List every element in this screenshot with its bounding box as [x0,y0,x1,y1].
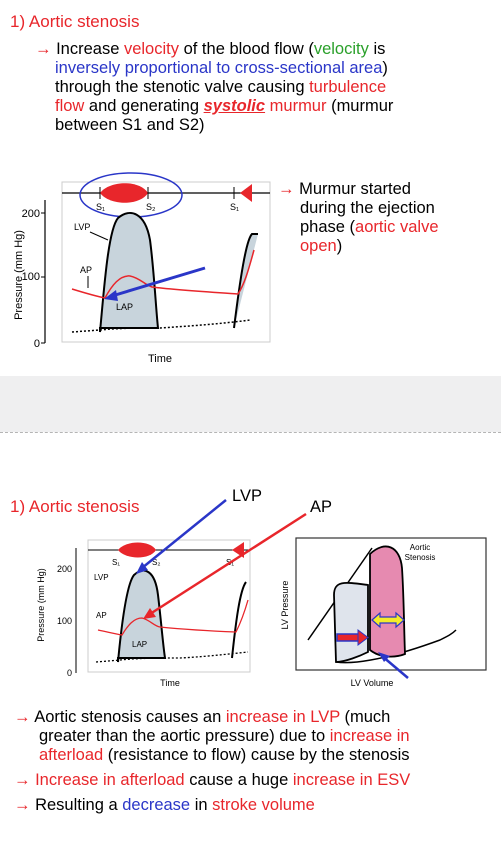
graph2-ap-curve [97,599,249,636]
graph2-ylabel: Pressure (mm Hg) [36,568,46,642]
slide2-bullets: → Aortic stenosis causes an increase in … [14,708,498,815]
pv-loop-edpvr [335,629,457,664]
graph2-s2-label: S₂ [152,558,160,567]
graph2-frame [87,539,251,673]
slide1-note: → Murmur started during the ejection pha… [278,180,439,255]
bullet-2: → Increase in afterload cause a huge inc… [14,771,411,789]
lvp-callout-arrow [141,499,227,569]
slide1-paragraph: → Increase velocity of the blood flow (v… [35,40,394,134]
graph1-blue-arrowhead [104,290,118,301]
arrow-icon: → [35,40,52,58]
graph2-ap-label: AP [96,611,107,620]
graph1-tick-100: 100 [22,271,40,283]
ap-callout-arrowhead [143,608,156,619]
bullet-1: → Aortic stenosis causes an increase in … [14,708,410,764]
arrow-icon: → [14,771,31,789]
slide-separator [0,376,501,432]
graph1-systolic-murmur [100,183,148,203]
graph2-murmur-2 [232,542,244,558]
pv-loop-label: Stenosis [405,553,436,562]
graph1-ylabel: Pressure (mm Hg) [13,230,25,320]
graph2-tick-200: 200 [57,564,72,574]
bullet-3: → Resulting a decrease in stroke volume [14,796,315,814]
slide2-title: 1) Aortic stenosis [10,497,140,516]
graph2-lvp-curve [117,569,167,663]
pressure-graph-1: Pressure (mm Hg) 200 100 0 S₁ S₂ S₁ LVP … [13,172,271,365]
pv-loop-stenosis [369,545,406,658]
arrow-icon: → [14,796,31,814]
graph1-lap-curve [71,319,251,333]
ap-callout: AP [310,498,333,516]
graph2-tick-100: 100 [57,616,72,626]
graph1-s1b-label: S₁ [230,202,239,212]
ap-callout-arrow [149,512,307,616]
graph1-lvp-curve [99,212,160,333]
slide-divider [0,432,501,433]
graph2-tick-0: 0 [67,668,72,678]
graph1-tick-0: 0 [34,338,40,350]
pv-loop-xlabel: LV Volume [351,678,394,688]
pv-loop-blue-pointer [381,655,409,679]
lvp-callout-arrowhead [136,562,148,574]
graph1-blue-arrow [111,266,206,298]
graph1-s1-label: S₁ [96,202,105,212]
graph1-tick-200: 200 [22,208,40,220]
graph2-systolic-murmur [118,542,156,558]
graph1-xlabel: Time [148,353,172,365]
pv-loop-red-arrowhead [357,629,369,646]
slide2-figures: Pressure (mm Hg) 200 100 0 S₁ S₂ S₁ LVP … [36,499,487,688]
pv-loop-ylabel: LV Pressure [280,581,290,630]
arrow-icon: → [14,708,31,726]
graph1-murmur-2 [240,184,252,202]
graph2-lap-curve [95,651,249,663]
graph1-ap-curve [71,249,255,299]
graph1-lvp-label: LVP [74,222,90,232]
pv-loop-blue-pointer-head [378,652,390,662]
graph1-lvp-pointer [89,231,109,241]
pv-loop-label: Aortic [410,543,430,552]
pv-loop-normal [333,581,369,663]
graph2-lvp-label: LVP [94,573,109,582]
graph2-s1-label: S₁ [112,558,120,567]
pv-loop-red-arrow [336,633,360,642]
slide1-title: 1) Aortic stenosis [10,12,140,31]
graph2-lvp-curve-2 [231,581,247,659]
arrow-icon: → [278,180,295,198]
graph2-xlabel: Time [160,678,180,688]
graph1-lap-label: LAP [116,302,133,312]
graph1-s2-label: S₂ [146,202,156,212]
lvp-callout: LVP [232,487,262,505]
graph1-ap-label: AP [80,265,92,275]
pv-loop-yellow-double-arrow [371,611,405,629]
graph2-lap-label: LAP [132,640,147,649]
